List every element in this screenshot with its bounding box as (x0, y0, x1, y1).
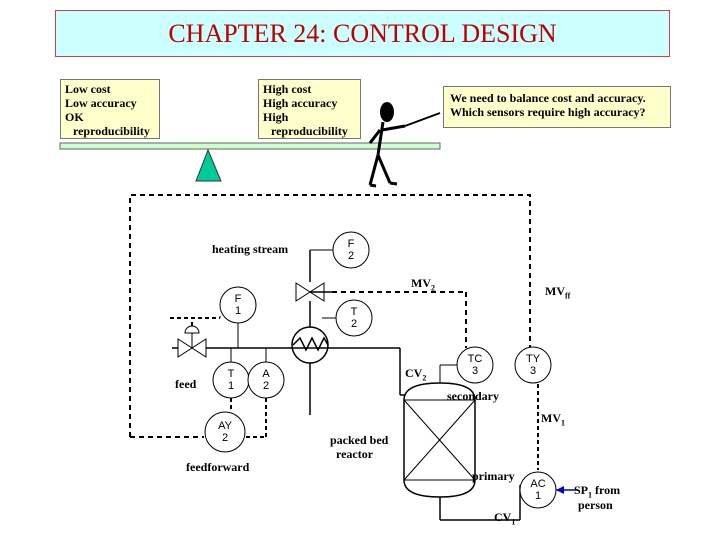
ty3-number: 3 (529, 365, 537, 377)
ay2-letter: AY (218, 420, 232, 432)
cv2-text: CV (405, 366, 423, 380)
a2-letter: A (262, 368, 270, 380)
callout-line1: We need to balance cost and accuracy. (450, 91, 646, 105)
mvff-sub: ff (565, 291, 571, 301)
mvff-text: MV (545, 284, 565, 298)
low-cost-line2: Low accuracy (65, 96, 137, 110)
mv1-sub: 1 (561, 418, 565, 428)
instrument-t2 (335, 299, 373, 337)
feed-label: feed (175, 377, 197, 391)
balance-pivot (195, 148, 222, 182)
t1-number: 1 (227, 380, 235, 392)
f2-number: 2 (347, 250, 355, 262)
ty3-letter: TY (525, 353, 541, 365)
feedforward-label: feedforward (186, 460, 250, 474)
feed-valve (177, 338, 193, 358)
tc3-number: 3 (471, 365, 479, 377)
ac1-letter: AC (530, 478, 546, 490)
low-cost-line1: Low cost (65, 82, 111, 96)
cv2-sub: 2 (422, 373, 427, 383)
a2-number: 2 (262, 380, 270, 392)
sp1-text: SP (574, 483, 589, 497)
high-cost-line2: High accuracy (263, 96, 338, 110)
f1-number: 1 (234, 305, 242, 317)
instrument-ty3 (514, 346, 552, 384)
t2-letter: T (350, 306, 358, 318)
person-label: person (578, 498, 613, 512)
secondary-label: secondary (447, 389, 499, 403)
balance-beam (59, 142, 441, 150)
high-cost-box: High cost High accuracy High reproducibi… (258, 79, 361, 139)
instrument-f2 (332, 231, 370, 269)
callout-line2: Which sensors require high accuracy? (450, 105, 646, 119)
t2-number: 2 (350, 318, 358, 330)
instrument-ay2 (204, 411, 246, 453)
page-title: CHAPTER 24: CONTROL DESIGN (168, 18, 557, 48)
cv1-label: CV1 (494, 510, 515, 526)
person-figure (368, 102, 441, 188)
f2-letter: F (347, 238, 355, 250)
sp1-label: SP1 from (574, 483, 620, 499)
reactor-label: reactor (336, 447, 374, 461)
low-cost-box: Low cost Low accuracy OK reproducibility (60, 79, 160, 139)
sp1-rest: from (592, 483, 621, 497)
ay2-number: 2 (221, 432, 229, 444)
high-cost-line1: High cost (263, 82, 312, 96)
tc3-letter: TC (467, 353, 483, 365)
sp1-sub: 1 (588, 490, 593, 500)
mv2-label: MV2 (411, 276, 435, 292)
primary-label: primary (472, 469, 515, 483)
mvff-label: MVff (545, 284, 570, 300)
high-cost-line3: High (263, 110, 289, 124)
cv2-label: CV2 (405, 366, 426, 382)
instrument-tc3 (456, 346, 494, 384)
high-cost-line4: reproducibility (271, 124, 348, 138)
ac1-number: 1 (534, 490, 542, 502)
cv1-text: CV (494, 510, 512, 524)
heating-stream-label: heating stream (212, 242, 289, 256)
mv1-label: MV1 (541, 411, 565, 427)
mv2-sub: 2 (431, 283, 435, 293)
t1-letter: T (227, 368, 235, 380)
heat-exchanger (291, 326, 329, 364)
cv1-sub: 1 (511, 517, 516, 527)
packed-bed-label: packed bed (330, 433, 389, 447)
outer-signal-loop (129, 194, 531, 437)
speech-callout: We need to balance cost and accuracy. Wh… (443, 86, 671, 128)
mv1-text: MV (541, 411, 561, 425)
heating-valve (295, 282, 311, 302)
title-banner: CHAPTER 24: CONTROL DESIGN (55, 10, 670, 57)
mv2-text: MV (411, 276, 431, 290)
low-cost-line4: reproducibility (73, 124, 150, 138)
f1-letter: F (234, 293, 242, 305)
low-cost-line3: OK (65, 110, 84, 124)
